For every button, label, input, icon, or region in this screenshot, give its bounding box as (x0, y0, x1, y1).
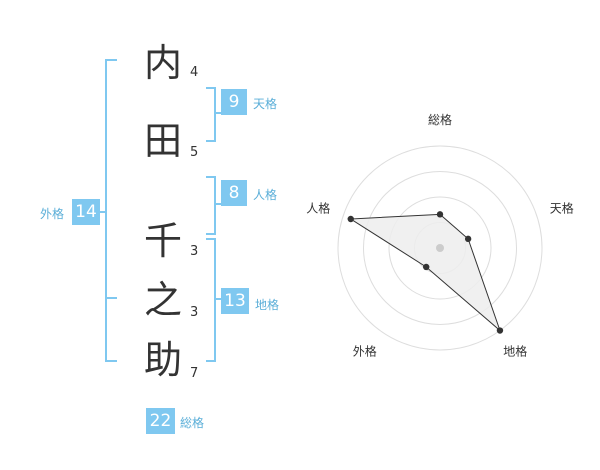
gaikaku-value-box: 14 (72, 199, 100, 225)
tenkaku-bracket (206, 87, 216, 142)
radar-grid-ring-2 (388, 196, 492, 300)
radar-point-3 (496, 327, 504, 334)
radar-point-1 (436, 211, 444, 218)
chikaku-bracket (206, 238, 216, 362)
gaikaku-tick (98, 211, 107, 213)
name-character-5: 助 (143, 338, 182, 382)
radar-axis-label-2: 天格 (550, 200, 574, 215)
radar-axis-label-5: 人格 (306, 200, 330, 215)
tenkaku-tick (216, 112, 221, 114)
soukaku-value-box: 22 (146, 408, 175, 434)
stroke-count-5: 7 (190, 366, 199, 381)
jinkaku-bracket (206, 176, 216, 235)
radar-point-4 (423, 263, 430, 271)
stroke-count-2: 5 (190, 145, 199, 160)
stroke-count-4: 3 (190, 305, 199, 320)
radar-center-dot (436, 244, 444, 252)
tenkaku-value-box: 9 (221, 89, 247, 115)
radar-area (349, 213, 502, 333)
stroke-count-1: 4 (190, 65, 199, 80)
jinkaku-value-box: 8 (221, 180, 247, 206)
soukaku-label: 総格 (180, 416, 205, 430)
stroke-count-3: 3 (190, 244, 199, 259)
gaikaku-bracket (105, 59, 117, 362)
jinkaku-tick (216, 203, 221, 205)
radar-grid-ring-3 (363, 171, 517, 325)
radar-axis-label-1: 総格 (428, 112, 452, 127)
chikaku-tick (216, 298, 221, 300)
tenkaku-label: 天格 (253, 97, 278, 111)
radar-axis-label-3: 地格 (503, 344, 527, 359)
name-character-1: 内 (143, 41, 182, 85)
radar-axis-label-4: 外格 (353, 344, 377, 359)
name-character-3: 千 (143, 219, 182, 263)
chikaku-value-box: 13 (221, 288, 249, 314)
gaikaku-inner-tick (105, 297, 117, 299)
radar-grid-ring-4 (337, 145, 543, 351)
radar-point-5 (347, 215, 354, 223)
chikaku-label: 地格 (255, 298, 280, 312)
radar-point-2 (464, 235, 472, 243)
name-character-4: 之 (143, 278, 182, 322)
jinkaku-label: 人格 (253, 188, 278, 202)
gaikaku-label: 外格 (40, 207, 65, 221)
name-character-2: 田 (143, 119, 182, 163)
